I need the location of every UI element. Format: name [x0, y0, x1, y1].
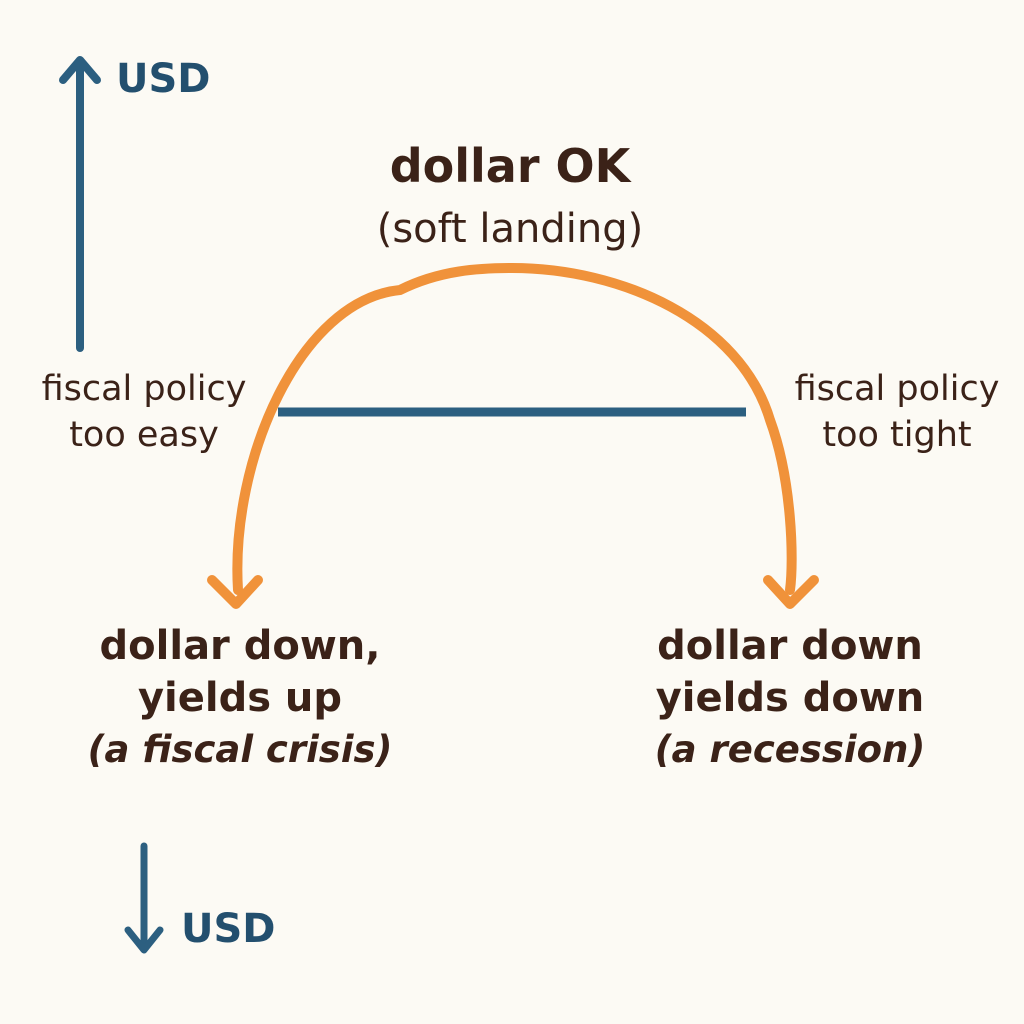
top-title: dollar OK	[389, 139, 631, 193]
left-outcome-note: (a fiscal crisis)	[87, 728, 393, 771]
top-subtitle: (soft landing)	[376, 206, 644, 252]
right-side-line1: fiscal policy	[794, 369, 1000, 409]
left-side-line1: fiscal policy	[41, 369, 247, 409]
right-outcome-line1: dollar down	[657, 623, 923, 669]
right-side-label: fiscal policy too tight	[795, 366, 1000, 458]
usd-bottom-label: USD	[181, 906, 276, 952]
left-arc-arrowhead-icon	[207, 575, 263, 609]
right-arc-arrowhead-icon	[763, 575, 819, 609]
right-outcome-line2: yields down	[655, 675, 925, 721]
right-outcome-note: (a recession)	[654, 728, 926, 771]
left-outcome: dollar down, yields up (a fiscal crisis)	[88, 620, 393, 776]
usd-up-arrow-icon	[59, 56, 101, 352]
usd-down-arrow-icon	[124, 842, 164, 954]
left-outcome-line1: dollar down,	[99, 623, 381, 669]
left-side-label: fiscal policy too easy	[42, 366, 247, 458]
left-outcome-line2: yields up	[137, 675, 343, 721]
right-outcome: dollar down yields down (a recession)	[655, 620, 926, 776]
policy-arc	[232, 262, 797, 595]
usd-top-label: USD	[116, 56, 211, 102]
right-side-line2: too tight	[822, 415, 972, 455]
left-side-line2: too easy	[69, 415, 219, 455]
